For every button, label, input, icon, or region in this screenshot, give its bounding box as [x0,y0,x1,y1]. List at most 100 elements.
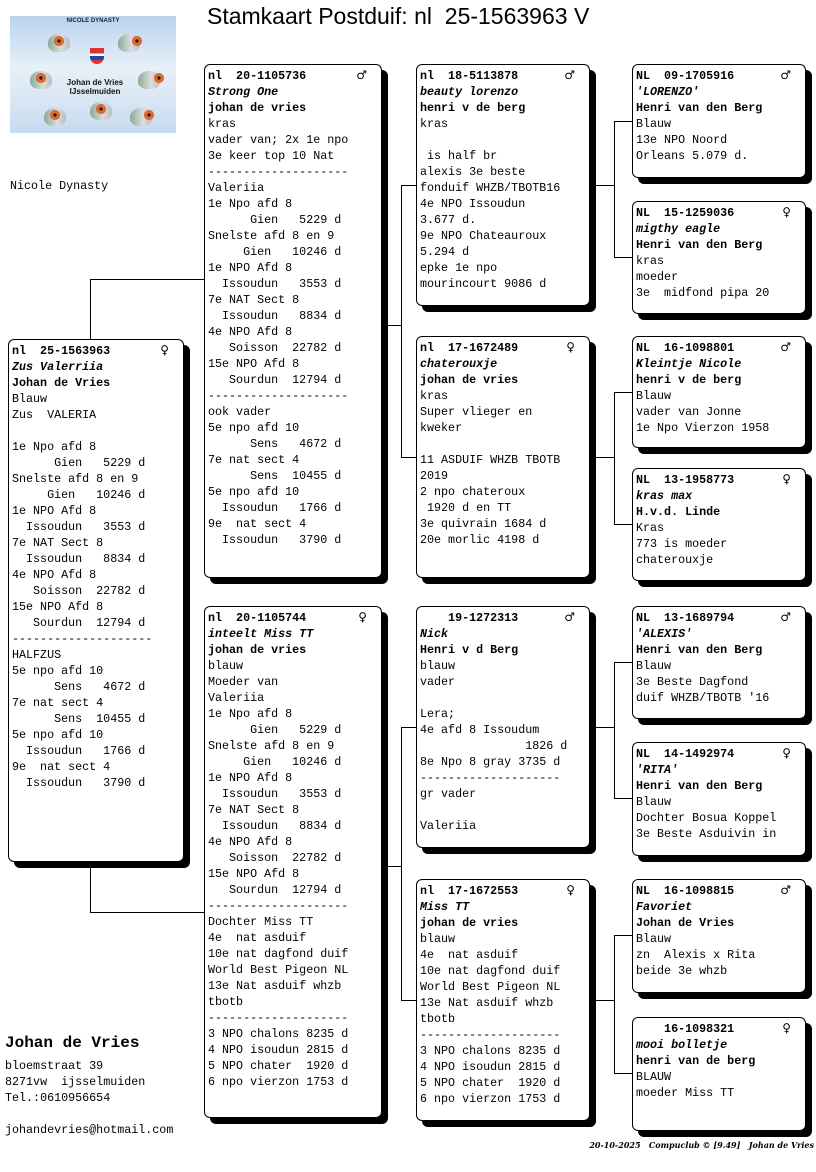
pigeon-detail-line: blauw [420,659,456,673]
pigeon-name: mooi bolletje [636,1038,728,1052]
ring-number: NL 16-1098815 [636,884,735,898]
pigeon-detail-line: Sourdun 12794 d [208,373,342,387]
pigeon-detail-line: Issoudun 3553 d [12,520,146,534]
pigeon-detail-line: 7e NAT Sect 8 [208,293,300,307]
pigeon-detail-line: 2 npo chateroux [420,485,526,499]
female-symbol-icon: ♀ [782,1021,791,1035]
ring-number: nl 25-1563963 [12,344,111,358]
pigeon-detail-line: fonduif WHZB/TBOTB16 [420,181,561,195]
pigeon-detail-line: Super vlieger en [420,405,533,419]
pigeon-detail-line: blauw [420,932,456,946]
pigeon-name: Nick [420,627,449,641]
pigeon-detail-line: 4e NPO Afd 8 [12,568,97,582]
pigeon-detail-line: -------------------- [208,899,349,913]
pigeon-eye-image [54,36,64,46]
pigeon-detail-line: 7e NAT Sect 8 [12,536,104,550]
pigeon-detail-line: Issoudun 3790 d [12,776,146,790]
pigeon-owner: Johan de Vries [636,916,735,930]
pigeon-eye-image [36,73,46,83]
ring-number: NL 13-1958773 [636,473,735,487]
pigeon-name: Kleintje Nicole [636,357,742,371]
pigeon-detail-line [420,436,589,452]
pigeon-detail-line: 1e NPO Afd 8 [208,771,293,785]
pigeon-detail-line: 3 NPO chalons 8235 d [208,1027,349,1041]
pigeon-owner: Henri van den Berg [636,779,763,793]
connector-line [614,524,632,525]
male-symbol-icon: ♂ [780,340,791,354]
pigeon-detail-line: Sens 4672 d [208,437,342,451]
pigeon-owner: Henri v d Berg [420,643,519,657]
pigeon-owner: Henri van den Berg [636,238,763,252]
pigeon-detail-line: gr vader [420,787,477,801]
pigeon-detail-line: 5 NPO chater 1920 d [420,1076,561,1090]
pigeon-detail-line: Snelste afd 8 en 9 [208,739,335,753]
pigeon-detail-line: is half br [420,149,498,163]
pigeon-detail-line: Dochter Bosua Koppel [636,811,777,825]
connector-line [590,727,614,728]
ring-number: nl 17-1672553 [420,884,519,898]
ring-number: 16-1098321 [636,1022,735,1036]
pigeon-detail-line: Issoudun 1766 d [12,744,146,758]
pigeon-detail-line: 15e NPO Afd 8 [12,600,104,614]
pigeon-name: migthy eagle [636,222,721,236]
pigeon-detail-line: chaterouxje [636,553,714,567]
pigeon-detail-line: 5e npo afd 10 [208,421,300,435]
pigeon-card-sss[interactable]: NL 09-1705916♂'LORENZO'Henri van den Ber… [632,64,806,178]
male-symbol-icon: ♂ [564,610,575,624]
pigeon-detail-line: 6 npo vierzon 1753 d [420,1092,561,1106]
connector-line [614,662,632,663]
pigeon-detail-line: Gien 5229 d [208,723,342,737]
pigeon-detail-line: Kras [636,521,665,535]
pigeon-detail-line: 13e Nat asduif whzb [208,979,342,993]
pigeon-detail-line: epke 1e npo [420,261,498,275]
pigeon-detail-line: Sourdun 12794 d [208,883,342,897]
pigeon-detail-line: duif WHZB/TBOTB '16 [636,691,770,705]
pigeon-detail-line: -------------------- [208,389,349,403]
pigeon-detail-line: 1e NPO Afd 8 [208,261,293,275]
connector-line [614,121,632,122]
pigeon-card-dss[interactable]: NL 13-1689794♂'ALEXIS'Henri van den Berg… [632,606,806,719]
female-symbol-icon: ♀ [566,883,575,897]
connector-line [590,457,614,458]
connector-line [90,279,91,339]
pigeon-detail-line [420,690,589,706]
ring-number: nl 17-1672489 [420,341,519,355]
pigeon-detail-line: 1e Npo afd 8 [208,197,293,211]
pigeon-detail-line: 1e Npo Vierzon 1958 [636,421,770,435]
connector-line [614,935,615,1073]
pigeon-name: Favoriet [636,900,693,914]
connector-line [90,912,204,913]
pigeon-detail-line: Orleans 5.079 d. [636,149,749,163]
pigeon-detail-line: Issoudun 3790 d [208,533,342,547]
pigeon-detail-line: moeder Miss TT [636,1086,735,1100]
pigeon-detail-line: Issoudun 1766 d [208,501,342,515]
pigeon-detail-line: alexis 3e beste [420,165,526,179]
pigeon-eye-image [96,104,106,114]
pigeon-owner: johan de vries [420,916,519,930]
pigeon-detail-line: 9e nat sect 4 [12,760,111,774]
pigeon-detail-line: Dochter Miss TT [208,915,314,929]
pigeon-detail-line: BLAUW [636,1070,672,1084]
pigeon-detail-line: Soisson 22782 d [208,341,342,355]
pigeon-detail-line: tbotb [208,995,244,1009]
pigeon-detail-line: 4 NPO isoudun 2815 d [208,1043,349,1057]
pigeon-owner: H.v.d. Linde [636,505,721,519]
female-symbol-icon: ♀ [566,340,575,354]
pigeon-detail-line: -------------------- [420,1028,561,1042]
pigeon-detail-line: Valeriia [208,691,265,705]
pigeon-detail-line: 5e npo afd 10 [12,728,104,742]
pigeon-detail-line: -------------------- [208,1011,349,1025]
